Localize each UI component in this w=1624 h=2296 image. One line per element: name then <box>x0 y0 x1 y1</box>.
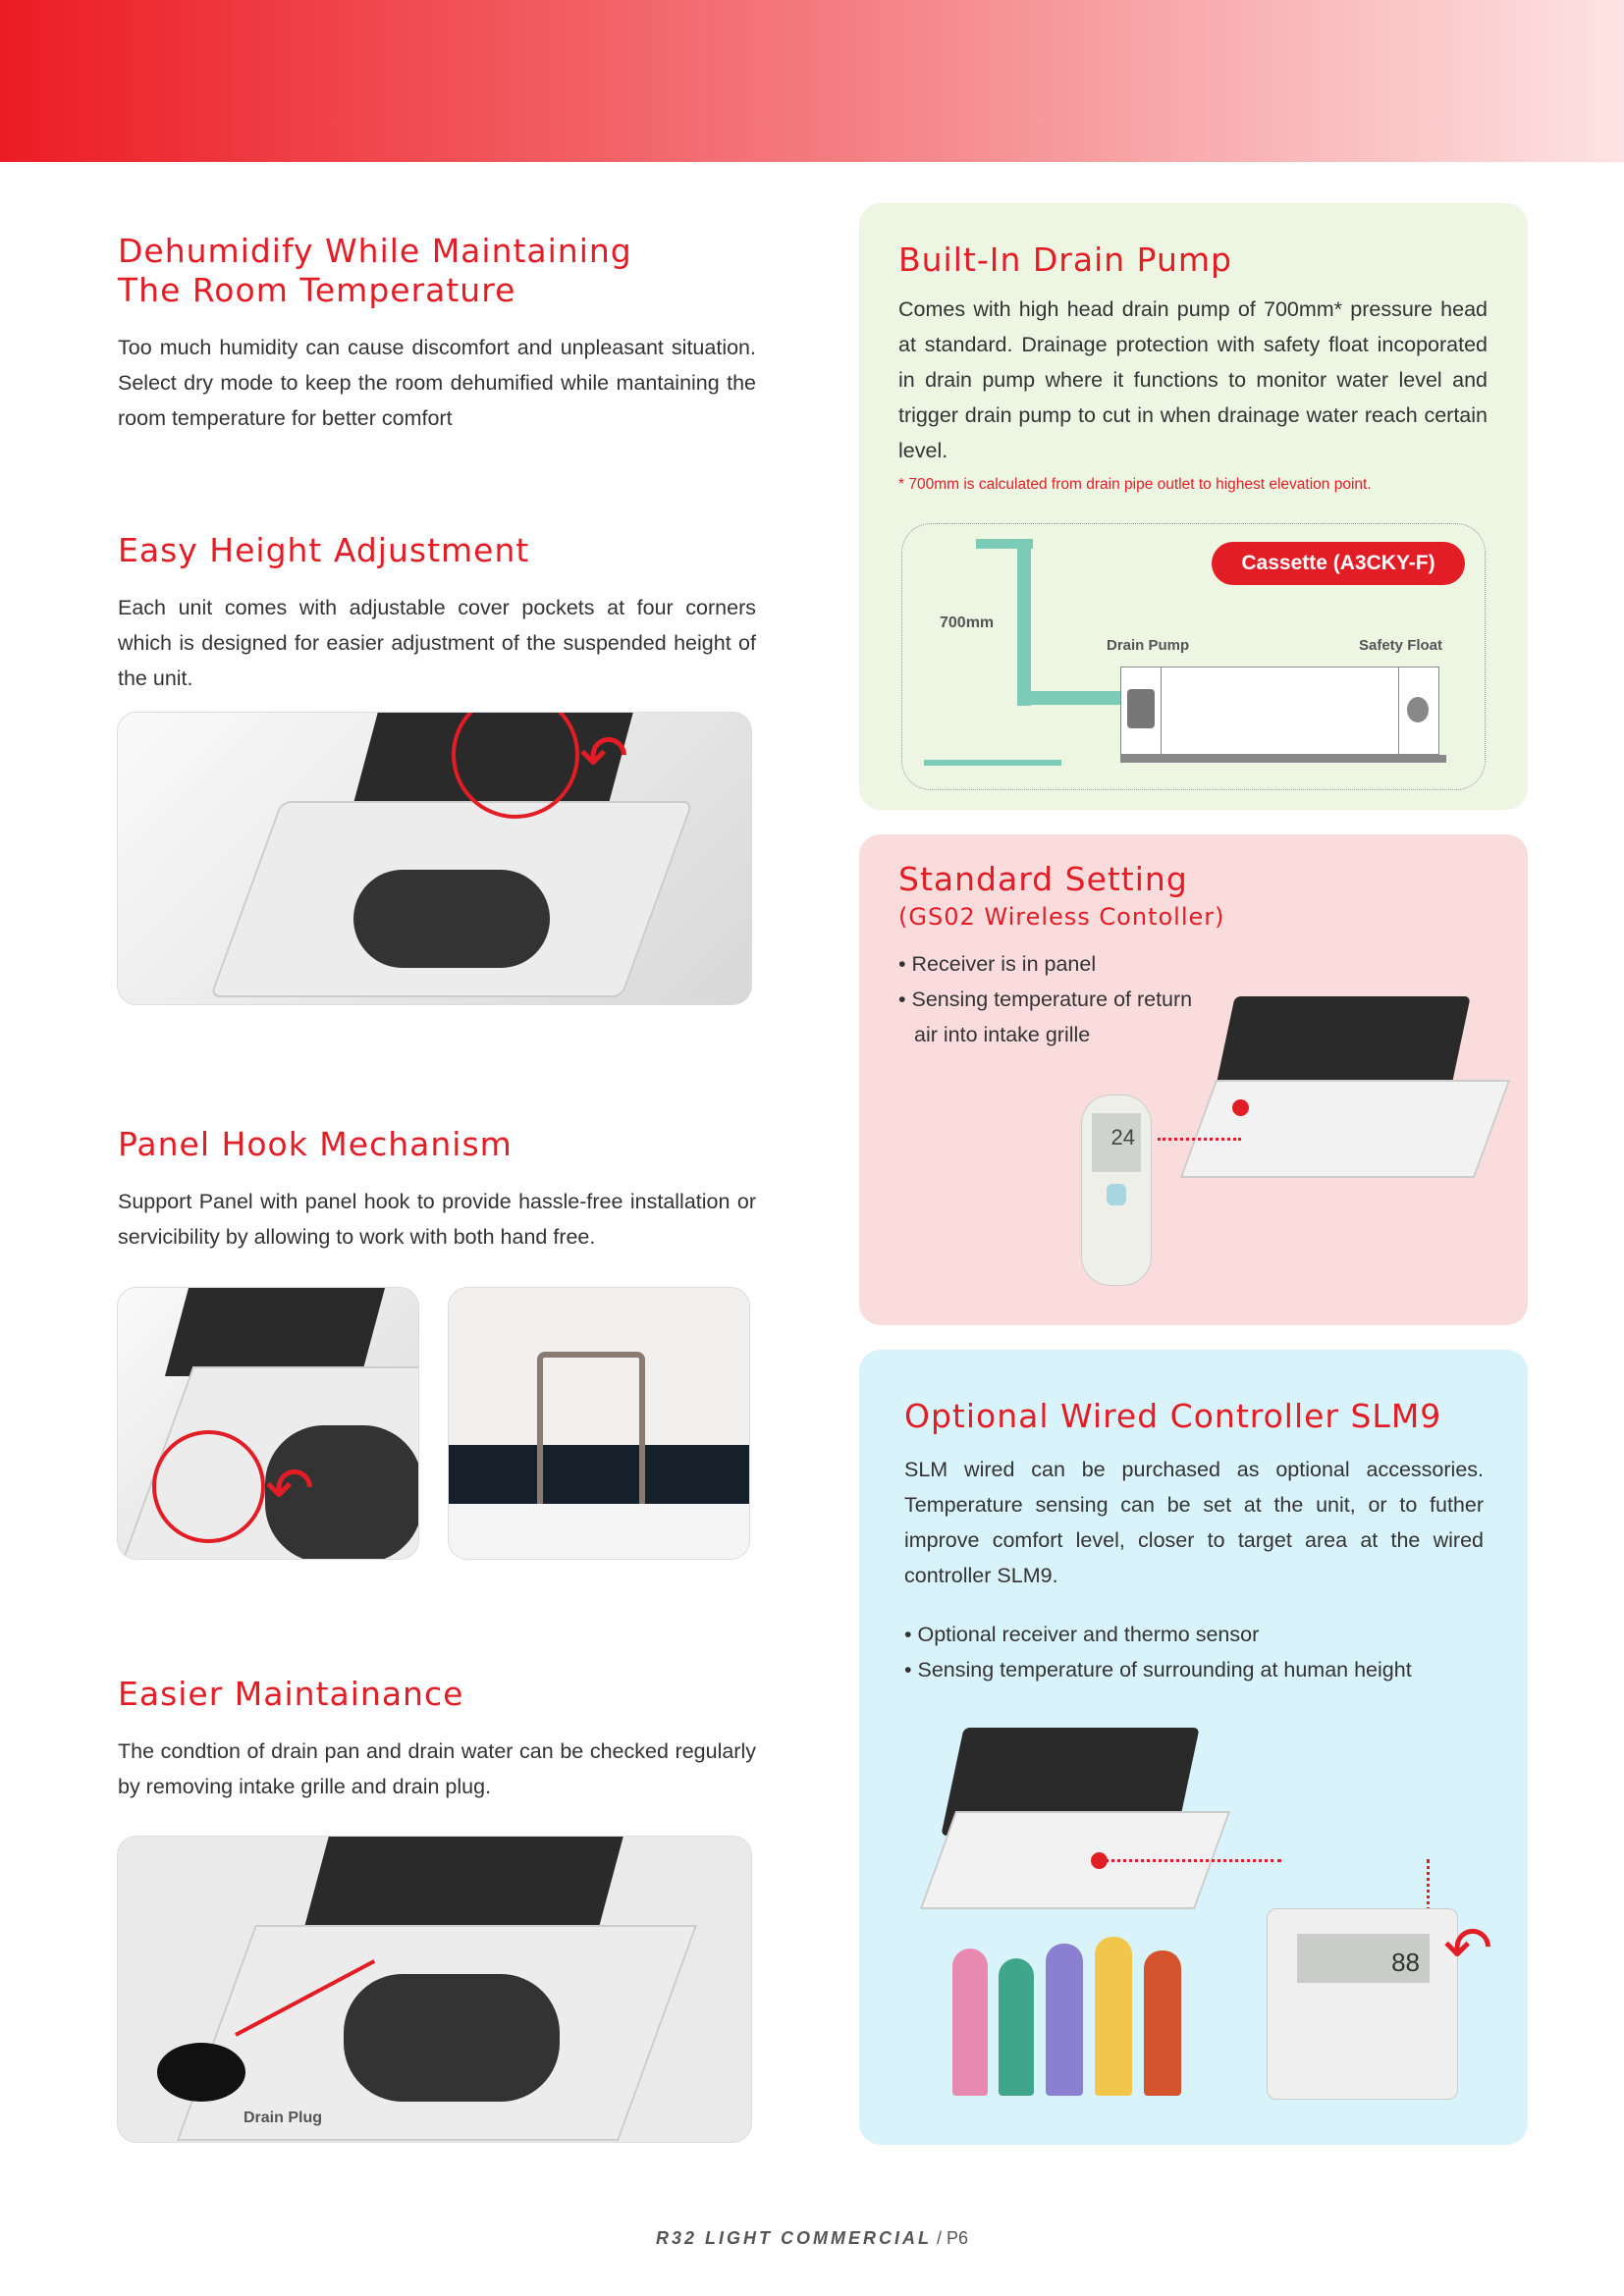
bullet: air into intake grille <box>914 1023 1091 1046</box>
cassette-unit <box>1120 667 1439 756</box>
sensor-dot <box>1091 1852 1108 1869</box>
card-drain-pump: Built-In Drain Pump Comes with high head… <box>859 203 1528 810</box>
section-maintenance: Easier Maintainance The condtion of drai… <box>118 1675 756 1804</box>
body-text: Support Panel with panel hook to provide… <box>118 1190 756 1249</box>
drain-pump-label: Drain Pump <box>1107 637 1190 654</box>
heading: Standard Setting <box>898 860 1188 898</box>
bullet-list: • Receiver is in panel • Sensing tempera… <box>898 946 1192 1052</box>
panel-hook-image-1: ↶ <box>117 1287 419 1560</box>
arrow-icon: ↶ <box>265 1456 315 1522</box>
heading: Panel Hook Mechanism <box>118 1125 513 1163</box>
wired-controller-image: 88 <box>1267 1908 1458 2100</box>
heading-line: Dehumidify While Maintaining <box>118 232 632 270</box>
pump-icon <box>1127 689 1155 728</box>
body-text: Each unit comes with adjustable cover po… <box>118 596 756 690</box>
drain-plug-icon <box>157 2043 245 2102</box>
arrow-icon: ↶ <box>1443 1915 1493 1981</box>
receiver-dot <box>1232 1099 1249 1116</box>
float-icon <box>1407 697 1429 722</box>
panel-hook-image-2 <box>448 1287 750 1560</box>
body-text: SLM wired can be purchased as optional a… <box>904 1458 1484 1587</box>
bullet: • Optional receiver and thermo sensor <box>904 1623 1260 1646</box>
maintenance-image: Drain Plug <box>117 1836 752 2143</box>
bullet: • Sensing temperature of surrounding at … <box>904 1658 1412 1682</box>
controller-display: 88 <box>1297 1934 1430 1983</box>
arrow-icon: ↶ <box>579 723 629 789</box>
drain-diagram: 700mm Drain Pump Safety Float Cassette (… <box>901 523 1486 790</box>
heading: Easier Maintainance <box>118 1675 464 1713</box>
header-banner <box>0 0 1624 162</box>
height-adjustment-image: ↶ <box>117 712 752 1005</box>
footer: R32 LIGHT COMMERCIAL / P6 <box>0 2228 1624 2249</box>
bullet-list: • Optional receiver and thermo sensor • … <box>904 1617 1412 1687</box>
heading-line: The Room Temperature <box>118 271 516 309</box>
bullet: • Sensing temperature of return <box>898 988 1193 1011</box>
remote-control: 24 <box>1081 1095 1152 1286</box>
footnote: * 700mm is calculated from drain pipe ou… <box>898 476 1372 493</box>
highlight-circle <box>452 713 579 819</box>
model-badge: Cassette (A3CKY-F) <box>1212 542 1465 585</box>
heading: Optional Wired Controller SLM9 <box>904 1397 1442 1435</box>
footer-title: R32 LIGHT COMMERCIAL <box>655 2228 932 2248</box>
card-wired-controller: Optional Wired Controller SLM9 SLM wired… <box>859 1350 1528 2145</box>
section-panel-hook: Panel Hook Mechanism Support Panel with … <box>118 1125 756 1255</box>
card-standard-setting: Standard Setting (GS02 Wireless Contolle… <box>859 834 1528 1325</box>
body-text: Too much humidity can cause discomfort a… <box>118 336 756 430</box>
heading: Built-In Drain Pump <box>898 240 1232 279</box>
drain-plug-label: Drain Plug <box>244 2109 323 2126</box>
highlight-circle <box>152 1430 265 1543</box>
body-text: The condtion of drain pan and drain wate… <box>118 1739 756 1798</box>
subheading: (GS02 Wireless Contoller) <box>898 903 1225 931</box>
heading: Easy Height Adjustment <box>118 531 530 569</box>
height-label: 700mm <box>940 614 995 631</box>
remote-display: 24 <box>1092 1113 1141 1172</box>
safety-float-label: Safety Float <box>1359 637 1443 654</box>
body-text: Comes with high head drain pump of 700mm… <box>898 297 1488 462</box>
page-number: / P6 <box>937 2228 969 2248</box>
section-height: Easy Height Adjustment Each unit comes w… <box>118 531 756 696</box>
bullet: • Receiver is in panel <box>898 952 1097 976</box>
people-illustration <box>938 1929 1203 2101</box>
